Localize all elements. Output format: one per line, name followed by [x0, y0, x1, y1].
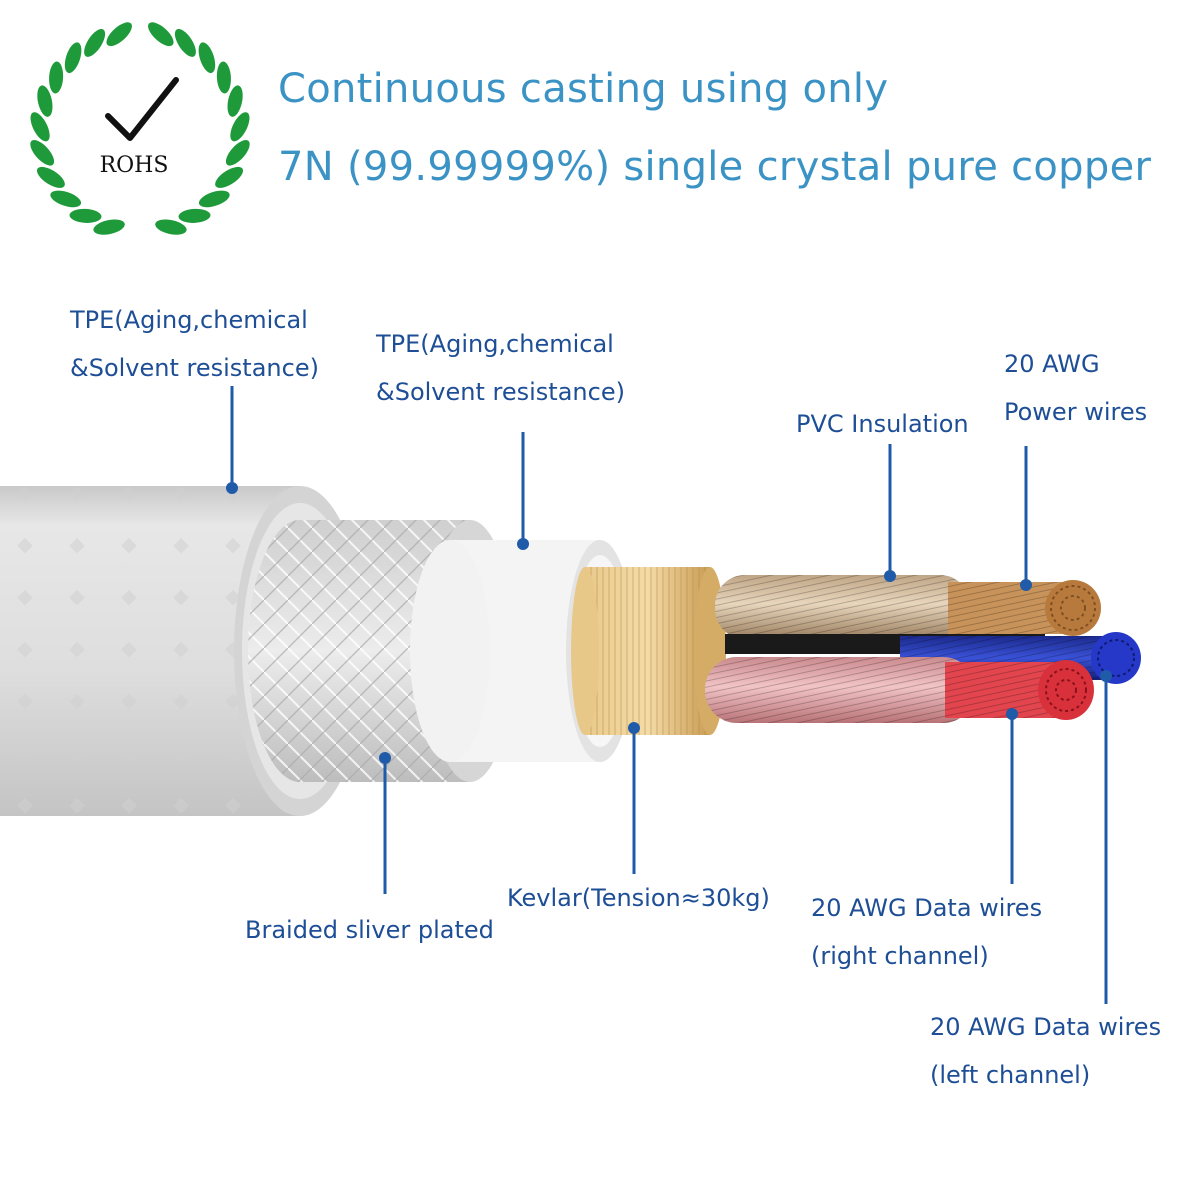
- callout-power-wires: 20 AWG Power wires: [1004, 340, 1147, 436]
- laurel-leaf: [178, 208, 211, 223]
- callout-kevlar: Kevlar(Tension≈30kg): [507, 874, 770, 922]
- callout-data-left-line1: 20 AWG Data wires: [930, 1013, 1162, 1041]
- laurel-leaf: [106, 22, 132, 47]
- laurel-leaf: [69, 208, 102, 223]
- laurel-leaf: [227, 85, 243, 117]
- callout-data-right-line2: (right channel): [811, 942, 989, 970]
- laurel-leaf: [216, 61, 231, 94]
- laurel-leaf: [36, 166, 65, 188]
- laurel-leaf: [148, 22, 174, 47]
- callout-data-right: 20 AWG Data wires (right channel): [811, 884, 1042, 980]
- laurel-leaf: [155, 219, 187, 235]
- rohs-badge: ROHS: [30, 22, 250, 235]
- callout-data-left-line2: (left channel): [930, 1061, 1091, 1089]
- callout-inner-jacket: TPE(Aging,chemical &Solvent resistance): [376, 320, 625, 416]
- braided-shield: [248, 520, 514, 782]
- laurel-leaf: [30, 112, 50, 142]
- laurel-leaf: [30, 140, 55, 166]
- laurel-leaf: [37, 85, 53, 117]
- kevlar-layer: [571, 567, 726, 735]
- checkmark-icon: [105, 77, 179, 141]
- callout-power-line1: 20 AWG: [1004, 350, 1100, 378]
- laurel-leaf: [84, 28, 106, 57]
- power-wire: [715, 575, 1101, 639]
- laurel-leaf: [198, 42, 216, 74]
- callout-braid: Braided sliver plated: [245, 906, 494, 954]
- laurel-leaf: [215, 166, 244, 188]
- callout-pvc-line1: PVC Insulation: [796, 410, 969, 438]
- headline-line-1: Continuous casting using only: [278, 66, 889, 112]
- data-wire-right: [705, 657, 1094, 723]
- headline-line-2: 7N (99.99999%) single crystal pure coppe…: [278, 144, 1152, 190]
- laurel-leaf: [64, 42, 82, 74]
- callout-braid-line1: Braided sliver plated: [245, 916, 494, 944]
- laurel-leaf: [230, 112, 250, 142]
- leader-lines: [226, 386, 1112, 1004]
- callout-data-right-line1: 20 AWG Data wires: [811, 894, 1043, 922]
- callout-pvc-insulation: PVC Insulation: [796, 400, 969, 448]
- laurel-leaf: [50, 190, 82, 208]
- laurel-leaf: [198, 190, 230, 208]
- callout-power-line2: Power wires: [1004, 398, 1148, 426]
- laurel-leaf: [225, 140, 250, 166]
- callout-outer-jacket: TPE(Aging,chemical &Solvent resistance): [70, 296, 319, 392]
- laurel-leaf: [93, 219, 125, 235]
- callout-data-left: 20 AWG Data wires (left channel): [930, 1003, 1161, 1099]
- callout-outer-jacket-line1: TPE(Aging,chemical: [70, 306, 308, 334]
- laurel-leaf: [49, 61, 64, 94]
- callout-outer-jacket-line2: &Solvent resistance): [70, 354, 319, 382]
- laurel-wreath-icon: [30, 22, 250, 235]
- callout-kevlar-line1: Kevlar(Tension≈30kg): [507, 884, 770, 912]
- laurel-leaf: [174, 28, 196, 57]
- callout-inner-jacket-line1: TPE(Aging,chemical: [376, 330, 614, 358]
- callout-inner-jacket-line2: &Solvent resistance): [376, 378, 625, 406]
- rohs-label: ROHS: [100, 153, 169, 178]
